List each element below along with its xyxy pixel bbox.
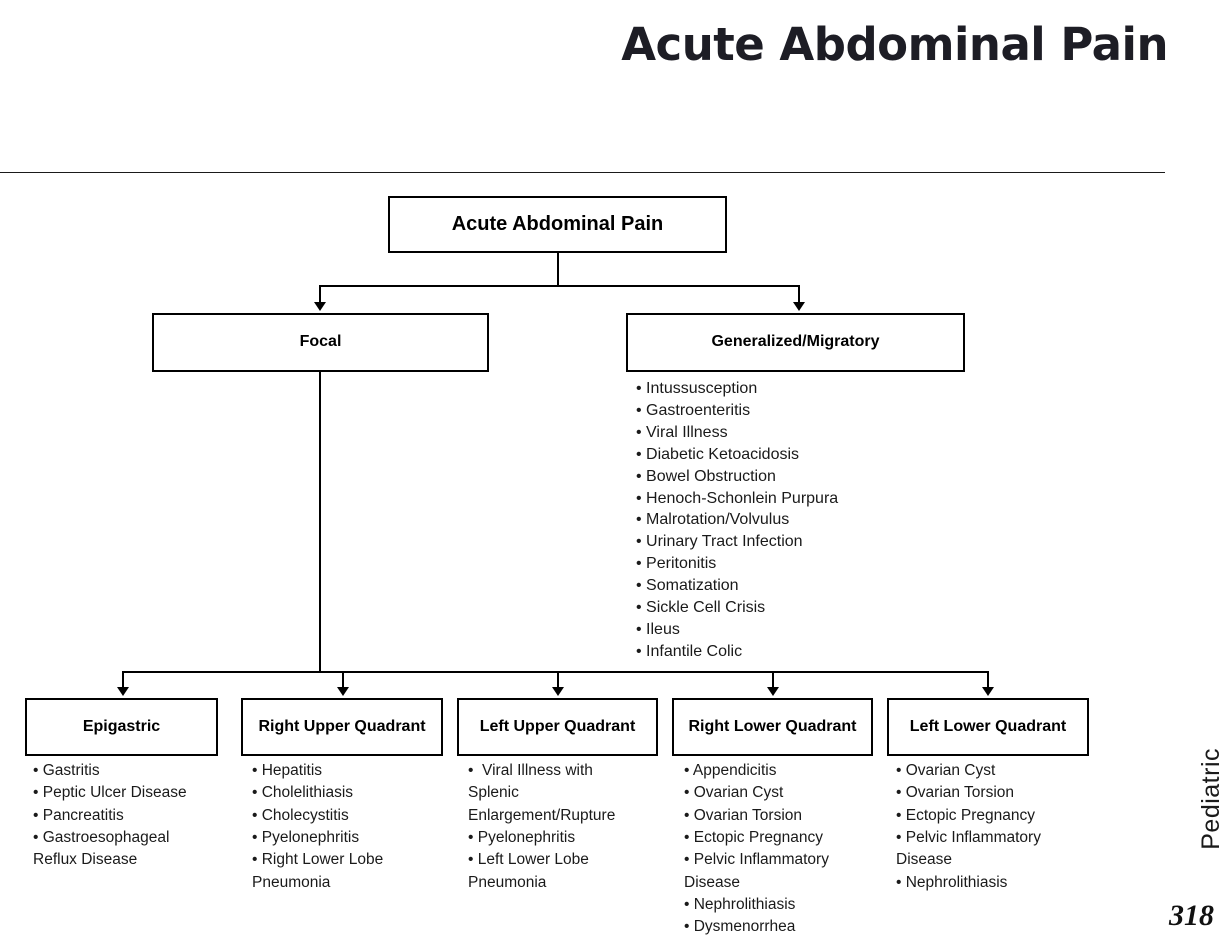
- list-generalized-migratory: • Intussusception • Gastroenteritis • Vi…: [636, 378, 966, 663]
- list-item: • Pelvic Inflammatory Disease: [684, 851, 829, 891]
- arrowhead-to-rlq: [767, 687, 779, 696]
- list-item: • Urinary Tract Infection: [636, 533, 803, 551]
- arrowhead-to-ruq: [337, 687, 349, 696]
- connector-to-focal: [319, 285, 321, 304]
- node-label: Left Upper Quadrant: [479, 718, 636, 736]
- list-item: • Gastritis: [33, 762, 100, 779]
- flowchart-node-right-upper-quadrant: Right Upper Quadrant: [241, 698, 443, 756]
- list-item: • Nephrolithiasis: [684, 895, 796, 913]
- list-item: • Ovarian Cyst: [896, 762, 996, 779]
- node-label: Acute Abdominal Pain: [451, 212, 664, 235]
- list-item: • Appendicitis: [684, 762, 777, 779]
- node-label: Right Lower Quadrant: [688, 718, 857, 736]
- list-item: • Viral Illness: [636, 423, 728, 441]
- list-left-lower-quadrant: • Ovarian Cyst • Ovarian Torsion • Ectop…: [896, 760, 1096, 894]
- list-item: • Cholecystitis: [252, 806, 349, 824]
- flowchart-node-focal: Focal: [152, 313, 489, 372]
- list-item: • Diabetic Ketoacidosis: [636, 445, 800, 463]
- node-label: Generalized/Migratory: [711, 333, 880, 351]
- list-item: • Pyelonephritis: [468, 828, 576, 846]
- list-item: • Left Lower Lobe Pneumonia: [468, 851, 589, 891]
- list-item: • Henoch-Schonlein Purpura: [636, 489, 839, 507]
- list-item: • Gastroenteritis: [636, 401, 751, 419]
- section-label-pediatric: Pediatric: [1197, 748, 1225, 850]
- connector-to-ruq: [342, 671, 344, 689]
- list-item: • Ileus: [636, 620, 680, 638]
- connector-to-llq: [987, 671, 989, 689]
- list-item: • Ectopic Pregnancy: [896, 806, 1035, 824]
- list-item: • Ovarian Cyst: [684, 784, 784, 802]
- flowchart-node-right-lower-quadrant: Right Lower Quadrant: [672, 698, 873, 756]
- list-item: • Malrotation/Volvulus: [636, 511, 790, 529]
- list-item: • Bowel Obstruction: [636, 467, 776, 485]
- list-item: • Pyelonephritis: [252, 828, 360, 846]
- list-item: • Viral Illness with Splenic Enlargement…: [468, 762, 616, 824]
- list-item: • Hepatitis: [252, 762, 323, 779]
- list-item: • Cholelithiasis: [252, 784, 354, 802]
- list-item: • Sickle Cell Crisis: [636, 599, 766, 617]
- node-label: Epigastric: [82, 718, 161, 736]
- node-label: Left Lower Quadrant: [909, 718, 1067, 736]
- flowchart-node-root: Acute Abdominal Pain: [388, 196, 727, 253]
- node-label: Right Upper Quadrant: [258, 718, 426, 736]
- header-divider: [0, 172, 1165, 173]
- list-item: • Infantile Colic: [636, 642, 743, 660]
- flowchart-node-left-lower-quadrant: Left Lower Quadrant: [887, 698, 1089, 756]
- list-item: • Ectopic Pregnancy: [684, 828, 823, 846]
- list-item: • Pancreatitis: [33, 806, 124, 824]
- list-epigastric: • Gastritis • Peptic Ulcer Disease • Pan…: [33, 760, 229, 872]
- arrowhead-to-generalized: [793, 302, 805, 311]
- arrowhead-to-llq: [982, 687, 994, 696]
- list-item: • Intussusception: [636, 380, 758, 397]
- connector-focal-stem: [319, 372, 321, 672]
- flowchart-node-epigastric: Epigastric: [25, 698, 218, 756]
- connector-root-stem: [557, 253, 559, 285]
- arrowhead-to-luq: [552, 687, 564, 696]
- connector-to-rlq: [772, 671, 774, 689]
- flowchart-node-generalized: Generalized/Migratory: [626, 313, 965, 372]
- connector-to-generalized: [798, 285, 800, 304]
- connector-to-luq: [557, 671, 559, 689]
- list-item: • Nephrolithiasis: [896, 873, 1008, 891]
- list-item: • Somatization: [636, 577, 739, 595]
- list-left-upper-quadrant: • Viral Illness with Splenic Enlargement…: [468, 760, 668, 894]
- arrowhead-to-focal: [314, 302, 326, 311]
- connector-to-epigastric: [122, 671, 124, 689]
- node-label: Focal: [299, 333, 342, 351]
- connector-quadrant-bar: [122, 671, 989, 673]
- list-item: • Right Lower Lobe Pneumonia: [252, 851, 384, 891]
- flowchart-node-left-upper-quadrant: Left Upper Quadrant: [457, 698, 658, 756]
- connector-level1-bar: [319, 285, 800, 287]
- list-item: • Gastroesophageal Reflux Disease: [33, 828, 170, 869]
- list-right-lower-quadrant: • Appendicitis • Ovarian Cyst • Ovarian …: [684, 760, 884, 939]
- list-item: • Peptic Ulcer Disease: [33, 784, 187, 802]
- page-number: 318: [1169, 899, 1214, 932]
- list-right-upper-quadrant: • Hepatitis • Cholelithiasis • Cholecyst…: [252, 760, 448, 894]
- list-item: • Peritonitis: [636, 555, 717, 573]
- arrowhead-to-epigastric: [117, 687, 129, 696]
- list-item: • Ovarian Torsion: [684, 806, 802, 824]
- list-item: • Pelvic Inflammatory Disease: [896, 828, 1041, 869]
- page-title: Acute Abdominal Pain: [621, 18, 1168, 71]
- list-item: • Dysmenorrhea: [684, 918, 796, 936]
- list-item: • Ovarian Torsion: [896, 784, 1014, 802]
